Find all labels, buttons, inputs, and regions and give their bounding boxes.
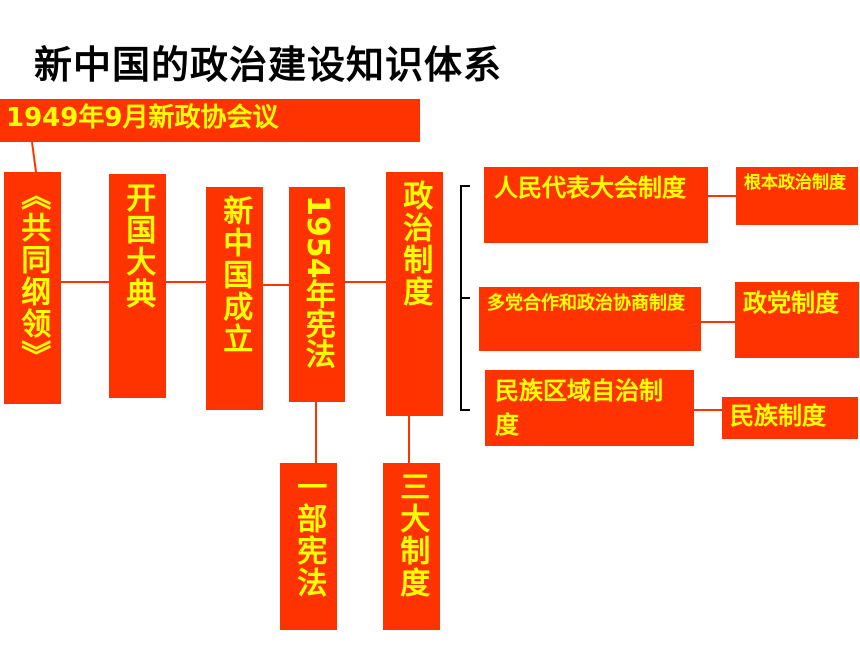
party-system-label: 政党制度: [743, 289, 839, 317]
program-label: 《共同纲领》: [15, 180, 51, 372]
npc-system-label: 人民代表大会制度: [494, 174, 686, 202]
one-constitution-box: 一部宪法: [280, 463, 337, 630]
page-title: 新中国的政治建设知识体系: [34, 43, 503, 87]
founding-ceremony-box: 开国大典: [109, 174, 166, 398]
party-system-box: 政党制度: [735, 282, 859, 358]
ethnic-system-box: 民族制度: [722, 397, 858, 439]
ethnic-system-label: 民族制度: [730, 402, 826, 430]
new-china-box: 新中国成立: [206, 187, 263, 410]
npc-system-box: 人民代表大会制度: [484, 167, 708, 243]
three-systems-label: 三大制度: [394, 471, 430, 599]
constitution-1954-label: 1954年宪法: [299, 195, 335, 369]
regional-autonomy-box: 民族区域自治制度: [485, 370, 694, 446]
political-system-label: 政治制度: [397, 180, 433, 308]
regional-autonomy-label: 民族区域自治制度: [495, 377, 663, 439]
fundamental-system-label: 根本政治制度: [744, 173, 846, 193]
connector-meeting-program: [31, 141, 37, 173]
one-constitution-label: 一部宪法: [291, 471, 327, 599]
multiparty-system-label: 多党合作和政治协商制度: [487, 293, 685, 314]
political-system-box: 政治制度: [386, 172, 443, 416]
founding-ceremony-label: 开国大典: [120, 182, 156, 310]
new-china-label: 新中国成立: [217, 195, 253, 355]
program-box: 《共同纲领》: [4, 172, 61, 404]
constitution-1954-box: 1954年宪法: [289, 187, 345, 402]
meeting-label: 1949年9月新政协会议: [6, 103, 279, 133]
meeting-box: 1949年9月新政协会议: [0, 99, 420, 142]
fundamental-system-box: 根本政治制度: [736, 167, 858, 225]
multiparty-system-box: 多党合作和政治协商制度: [479, 287, 701, 351]
three-systems-box: 三大制度: [383, 463, 440, 630]
